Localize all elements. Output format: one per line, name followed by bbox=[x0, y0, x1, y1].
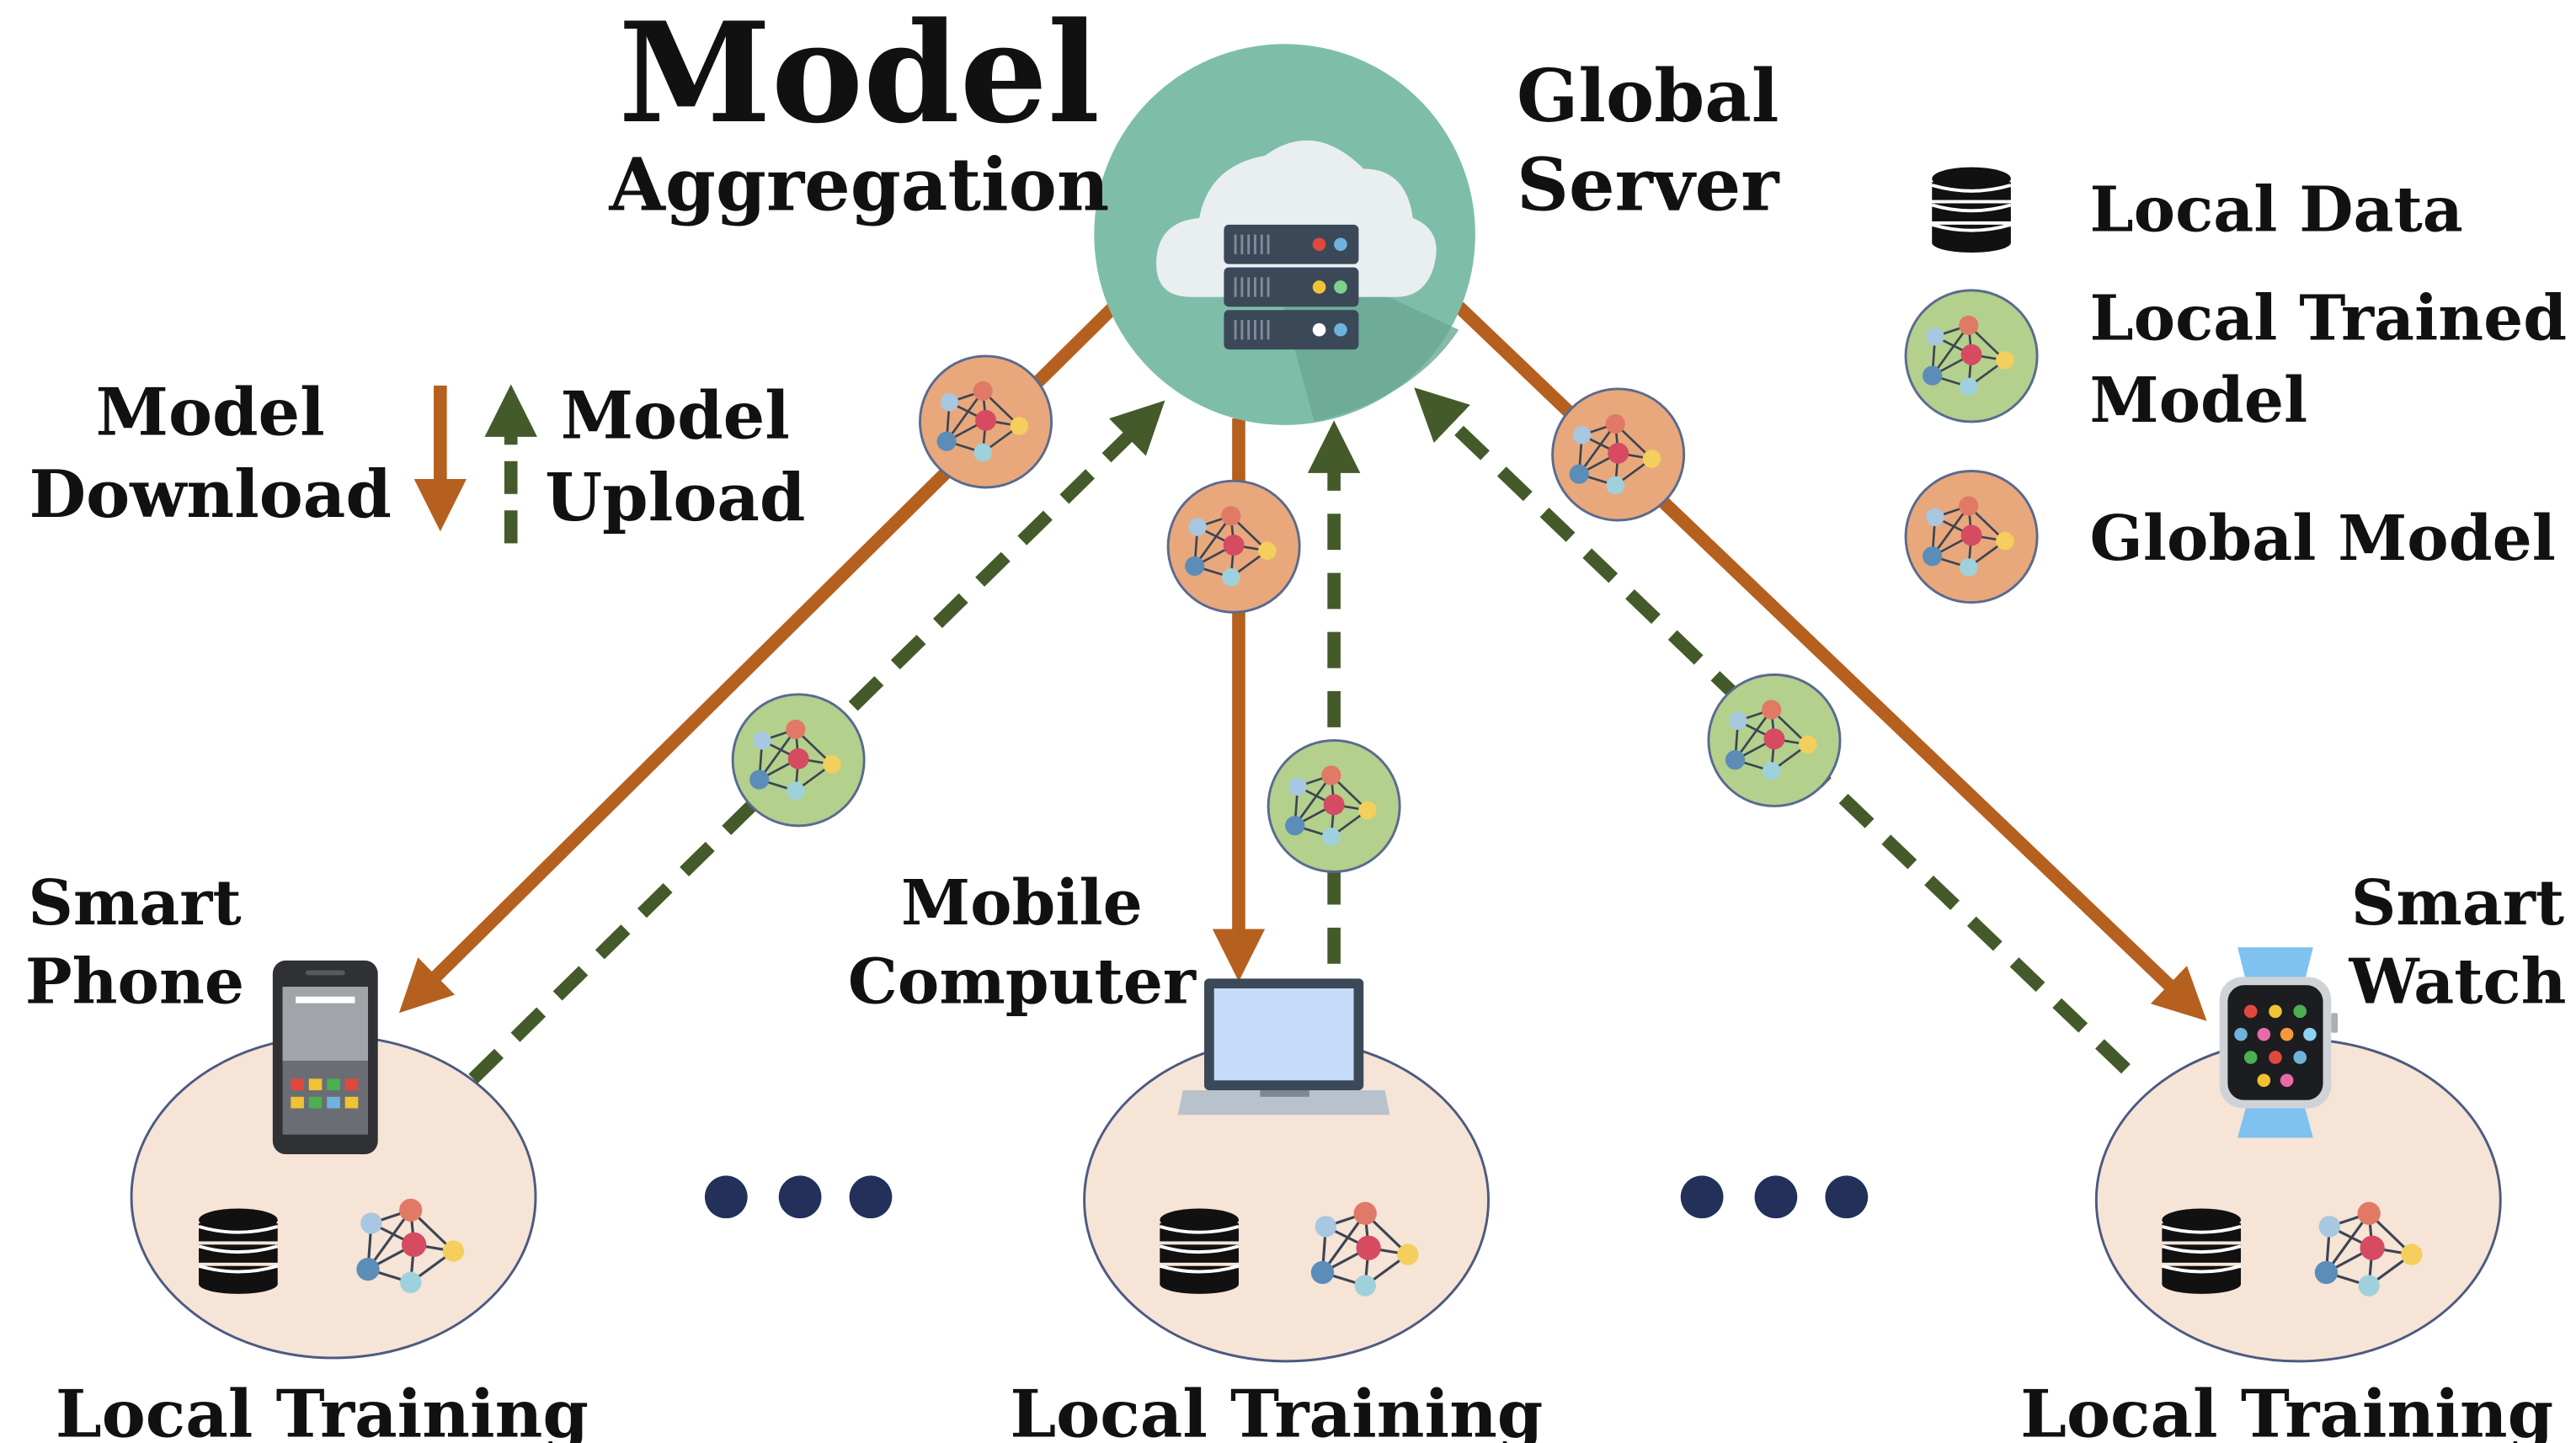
global-model-to-phone bbox=[920, 356, 1052, 487]
phone-label-line1: Smart bbox=[28, 866, 241, 940]
server-label-line1: Global bbox=[1517, 54, 1779, 139]
smartphone-icon bbox=[272, 960, 378, 1155]
upload-legend-line1: Model bbox=[561, 377, 790, 454]
legend-local-trained-line2: Model bbox=[2090, 364, 2308, 437]
legend-local-data: Local Data bbox=[2090, 173, 2463, 247]
more-clients-dots-right bbox=[1680, 1175, 1869, 1219]
local-model-from-computer bbox=[1268, 740, 1400, 871]
client-watch: Smart Watch Local Training bbox=[2020, 866, 2566, 1443]
watch-local-training-label: Local Training bbox=[2020, 1376, 2553, 1443]
legend-global-model-icon bbox=[1906, 471, 2037, 602]
global-model-to-computer bbox=[1168, 481, 1299, 612]
client-phone: Smart Phone Local Training bbox=[25, 866, 589, 1443]
phone-local-training-label: Local Training bbox=[56, 1376, 589, 1443]
global-server bbox=[1094, 44, 1475, 425]
laptop-icon bbox=[1177, 978, 1390, 1116]
phone-local-data-icon bbox=[197, 1206, 280, 1296]
client-computer: Mobile Computer Local Training bbox=[848, 866, 1543, 1443]
legend-local-model-icon bbox=[1906, 290, 2037, 422]
cloud-server-icon bbox=[1156, 140, 1437, 350]
more-clients-dots-left bbox=[704, 1175, 893, 1219]
watch-label-line1: Smart bbox=[2351, 866, 2564, 940]
computer-label-line1: Mobile bbox=[901, 866, 1143, 940]
watch-local-data-icon bbox=[2160, 1206, 2243, 1296]
phone-label-line2: Phone bbox=[25, 945, 244, 1019]
download-legend-line2: Download bbox=[29, 456, 392, 533]
legend-local-trained-line1: Local Trained bbox=[2090, 281, 2568, 354]
smartwatch-icon bbox=[2219, 947, 2339, 1138]
aggregation-label-line1: Model bbox=[618, 0, 1100, 154]
legend-global-model: Global Model bbox=[2090, 502, 2556, 575]
computer-label-line2: Computer bbox=[848, 945, 1197, 1019]
computer-local-training-label: Local Training bbox=[1010, 1376, 1543, 1443]
legend: Local Data Local Trained Model Global Mo… bbox=[1906, 165, 2568, 603]
server-label-line2: Server bbox=[1517, 142, 1780, 227]
local-model-from-watch bbox=[1709, 674, 1840, 806]
aggregation-label-line2: Aggregation bbox=[608, 142, 1109, 227]
upload-legend-line2: Upload bbox=[545, 460, 805, 536]
computer-local-data-icon bbox=[1158, 1206, 1240, 1296]
watch-label-line2: Watch bbox=[2348, 945, 2566, 1019]
download-legend-line1: Model bbox=[96, 375, 325, 451]
database-icon bbox=[1930, 165, 2013, 254]
arrow-legend: Model Download Model Upload bbox=[29, 375, 805, 544]
local-model-from-phone bbox=[733, 695, 864, 826]
global-model-to-watch bbox=[1553, 389, 1684, 520]
